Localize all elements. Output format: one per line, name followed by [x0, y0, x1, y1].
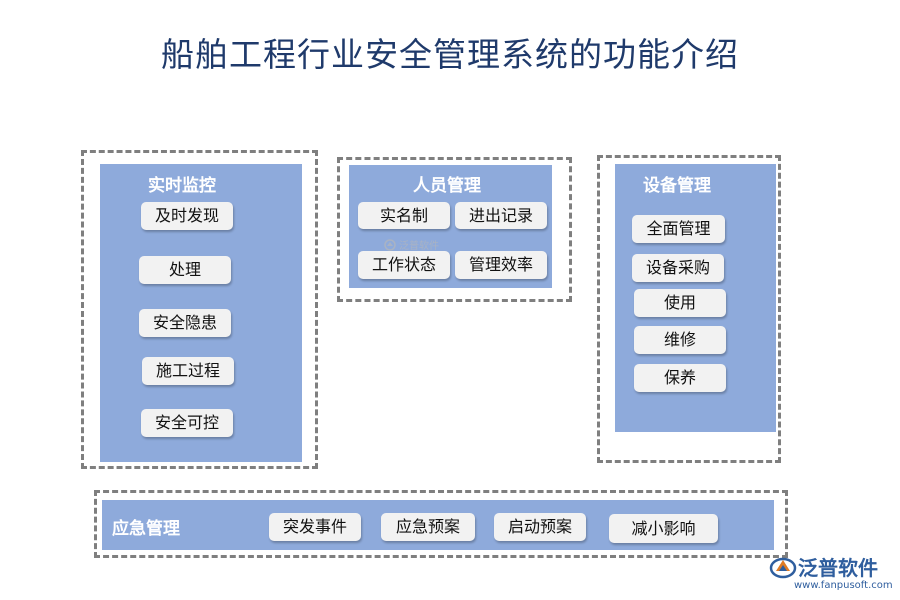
personnel-management-frame — [337, 157, 572, 302]
equipment-item: 全面管理 — [632, 215, 725, 243]
emergency-management-title: 应急管理 — [112, 519, 180, 539]
realtime-monitoring-frame — [81, 150, 318, 469]
page-title: 船舶工程行业安全管理系统的功能介绍 — [161, 35, 739, 74]
equipment-item: 维修 — [634, 326, 726, 354]
equipment-item: 设备采购 — [632, 254, 724, 282]
emergency-item: 突发事件 — [269, 513, 361, 541]
watermark-center: 泛普软件 — [384, 237, 439, 252]
emergency-item: 减小影响 — [609, 514, 718, 543]
personnel-item: 工作状态 — [358, 251, 450, 279]
realtime-item: 施工过程 — [142, 357, 234, 385]
emergency-item: 应急预案 — [381, 513, 475, 541]
personnel-item: 管理效率 — [455, 251, 547, 279]
personnel-management-title: 人员管理 — [413, 176, 481, 196]
fanpu-logo-icon — [769, 557, 797, 579]
equipment-item: 保养 — [634, 364, 726, 392]
equipment-item: 使用 — [634, 289, 726, 317]
emergency-item: 启动预案 — [494, 513, 586, 541]
fanpu-logo-icon — [384, 238, 396, 251]
realtime-item: 处理 — [139, 256, 231, 284]
brand-name: 泛普软件 — [798, 556, 878, 580]
equipment-management-frame — [597, 155, 781, 463]
realtime-item: 及时发现 — [141, 202, 233, 230]
brand-watermark: 泛普软件 www.fanpusoft.com — [768, 552, 896, 598]
brand-url: www.fanpusoft.com — [794, 580, 893, 591]
realtime-item: 安全可控 — [141, 409, 233, 437]
watermark-center-text: 泛普软件 — [399, 241, 439, 252]
personnel-item: 实名制 — [358, 202, 450, 229]
realtime-monitoring-title: 实时监控 — [148, 176, 216, 196]
equipment-management-title: 设备管理 — [643, 176, 711, 196]
personnel-item: 进出记录 — [455, 202, 547, 229]
emergency-management-frame — [94, 490, 788, 558]
realtime-item: 安全隐患 — [139, 309, 231, 337]
